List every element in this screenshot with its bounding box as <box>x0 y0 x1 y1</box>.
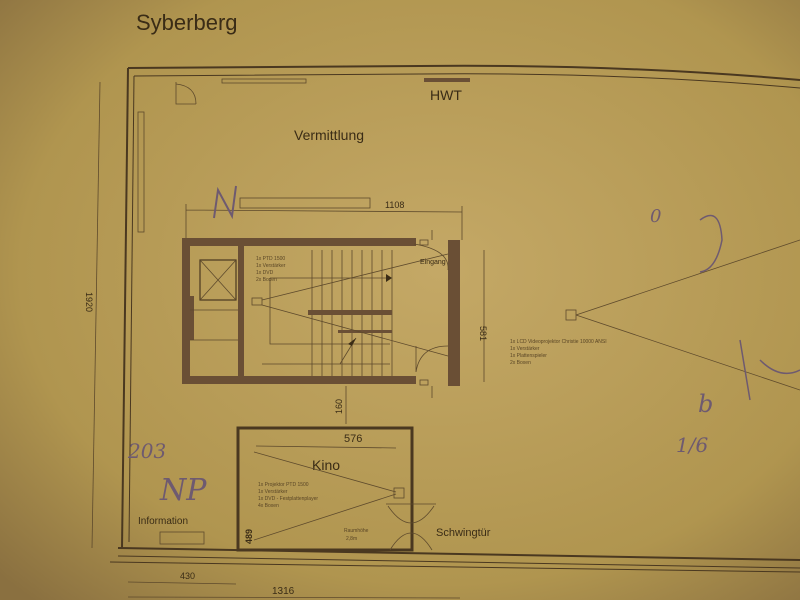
pencil-mark-n <box>213 185 237 220</box>
svg-text:0: 0 <box>650 206 661 227</box>
svg-text:NP: NP <box>159 473 207 508</box>
svg-text:4x Boxen: 4x Boxen <box>258 503 279 509</box>
label-vermittlung: Vermittlung <box>294 127 364 143</box>
stair-core <box>182 230 460 398</box>
svg-text:Raumhöhe: Raumhöhe <box>344 528 369 534</box>
dim-1920: 1920 <box>84 292 94 312</box>
svg-text:203: 203 <box>127 439 166 463</box>
dim-1316: 1316 <box>272 586 295 597</box>
plan-title: Syberberg <box>136 10 238 35</box>
svg-text:1x Projektor PTD 1500: 1x Projektor PTD 1500 <box>258 482 309 488</box>
dim-160: 160 <box>334 399 344 414</box>
svg-text:1x Plattenspieler: 1x Plattenspieler <box>510 353 547 359</box>
label-kino: Kino <box>312 457 340 473</box>
label-hwt: HWT <box>430 87 462 103</box>
svg-text:1x Verstärker: 1x Verstärker <box>256 263 286 269</box>
pencil-annotations: 203 NP b 1/6 0 <box>127 206 800 508</box>
svg-text:1x LCD Videoprojektor Christie: 1x LCD Videoprojektor Christie 10000 ANS… <box>510 339 607 345</box>
svg-text:2x Boxen: 2x Boxen <box>510 360 531 366</box>
window <box>221 78 307 84</box>
svg-text:1x Verstärker: 1x Verstärker <box>258 489 288 495</box>
dim-576: 576 <box>344 433 362 445</box>
label-information: Information <box>138 516 188 527</box>
dim-489: 489 <box>244 529 254 544</box>
label-schwingtuer: Schwingtür <box>436 527 491 539</box>
svg-text:b: b <box>698 390 713 418</box>
counter <box>159 531 205 545</box>
svg-text:1x DVD: 1x DVD <box>256 270 274 276</box>
stair-equipment-list: 1x PTD 1500 1x Verstärker 1x DVD 2x Boxe… <box>256 256 286 283</box>
door-top-left <box>175 82 197 105</box>
svg-text:1x Verstärker: 1x Verstärker <box>510 346 540 352</box>
kino-room: 576 Kino 1x Projektor PTD 1500 1x Verstä… <box>236 426 436 552</box>
svg-text:2,8m: 2,8m <box>346 536 357 542</box>
outer-walls <box>109 64 800 573</box>
projector-icon <box>251 297 263 306</box>
svg-text:1x PTD 1500: 1x PTD 1500 <box>256 256 285 262</box>
window-left <box>137 111 145 233</box>
svg-text:2x Boxen: 2x Boxen <box>256 277 277 283</box>
main-projection: 1x LCD Videoprojektor Christie 10000 ANS… <box>510 239 800 391</box>
svg-text:1x DVD - Festplattenplayer: 1x DVD - Festplattenplayer <box>258 496 318 502</box>
dim-581: 581 <box>478 326 488 341</box>
hwt-unit <box>424 78 470 82</box>
projector-icon <box>393 487 405 499</box>
dim-label: 1108 <box>385 200 404 210</box>
dim-430: 430 <box>180 571 195 581</box>
label-eingang: Eingang <box>420 259 446 266</box>
svg-text:1/6: 1/6 <box>676 433 708 457</box>
